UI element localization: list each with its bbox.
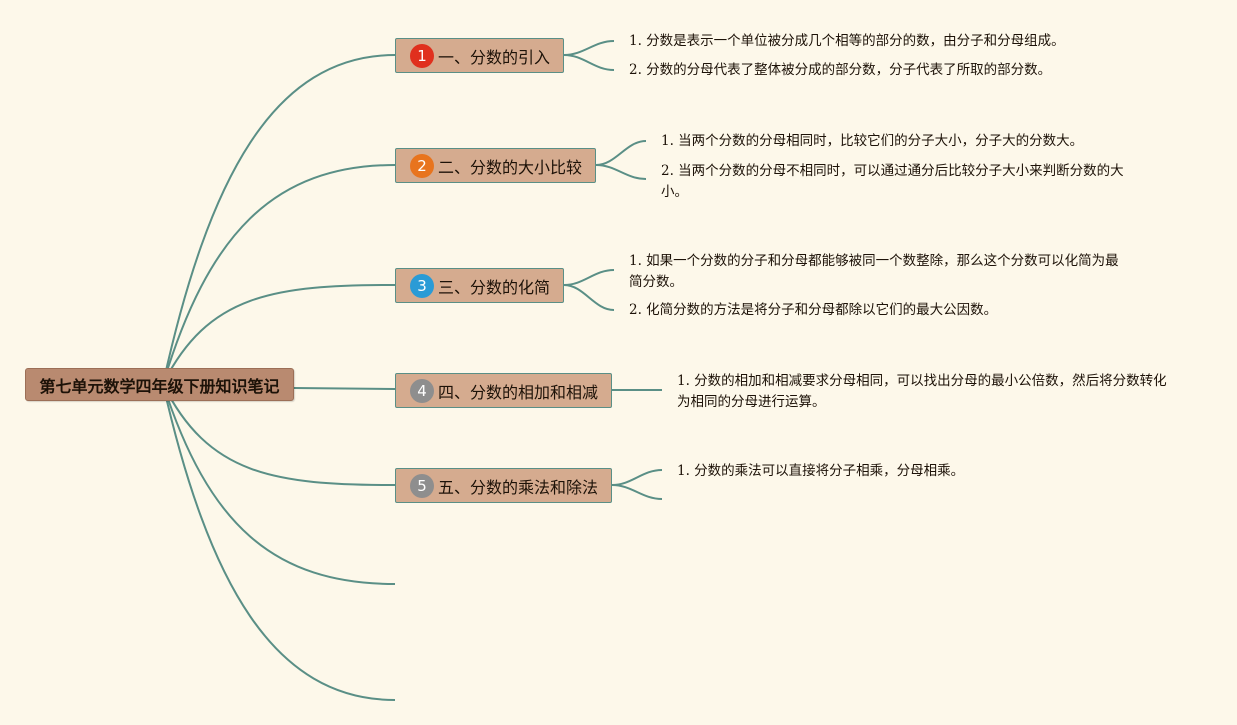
root-label: 第七单元数学四年级下册知识笔记 xyxy=(39,376,280,396)
fork-topic-2-a xyxy=(595,140,647,166)
topic-label: 三、分数的化简 xyxy=(438,277,551,297)
branch-empty-1 xyxy=(162,383,396,585)
branch-root-topic-2 xyxy=(162,164,396,385)
branch-root-topic-3 xyxy=(162,284,396,385)
branch-root-topic-4 xyxy=(293,387,396,390)
note-5-1[interactable]: 1. 分数的乘法可以直接将分子相乘，分母相乘。 xyxy=(677,463,965,479)
topic-label: 四、分数的相加和相减 xyxy=(438,382,599,402)
note-2-1[interactable]: 1. 当两个分数的分母相同时，比较它们的分子大小，分子大的分数大。 xyxy=(661,133,1084,149)
note-1-2[interactable]: 2. 分数的分母代表了整体被分成的部分数，分子代表了所取的部分数。 xyxy=(629,62,1052,78)
topic-label: 五、分数的乘法和除法 xyxy=(438,477,599,497)
fork-topic-3-a xyxy=(563,269,615,286)
branch-root-topic-1 xyxy=(162,54,396,385)
topic-label: 二、分数的大小比较 xyxy=(438,157,583,177)
fork-topic-3-b xyxy=(563,284,615,311)
fork-topic-2-b xyxy=(595,164,647,180)
note-4-1[interactable]: 1. 分数的相加和相减要求分母相同，可以找出分母的最小公倍数，然后将分数转化为相… xyxy=(677,373,1167,410)
topic-node-3[interactable]: 3 三、分数的化简 xyxy=(395,268,564,303)
number-5-icon: 5 xyxy=(410,473,434,498)
branch-empty-2 xyxy=(162,383,396,701)
number-3-icon: 3 xyxy=(410,273,434,298)
note-3-2[interactable]: 2. 化简分数的方法是将分子和分母都除以它们的最大公因数。 xyxy=(629,302,998,318)
number-4-icon: 4 xyxy=(410,378,434,403)
topic-node-5[interactable]: 5 五、分数的乘法和除法 xyxy=(395,468,612,503)
note-1-1[interactable]: 1. 分数是表示一个单位被分成几个相等的部分的数，由分子和分母组成。 xyxy=(629,33,1065,49)
fork-topic-1-b xyxy=(563,54,615,71)
number-2-icon: 2 xyxy=(410,153,434,178)
fork-topic-5-b xyxy=(611,484,663,500)
note-3-1[interactable]: 1. 如果一个分数的分子和分母都能够被同一个数整除，那么这个分数可以化简为最简分… xyxy=(629,253,1119,290)
fork-topic-5-a xyxy=(611,469,663,486)
note-2-2[interactable]: 2. 当两个分数的分母不相同时，可以通过通分后比较分子大小来判断分数的大小。 xyxy=(661,163,1124,200)
topic-node-2[interactable]: 2 二、分数的大小比较 xyxy=(395,148,596,183)
fork-topic-1-a xyxy=(563,40,615,56)
root-node[interactable]: 第七单元数学四年级下册知识笔记 xyxy=(25,368,294,401)
topic-node-4[interactable]: 4 四、分数的相加和相减 xyxy=(395,373,612,408)
topic-node-1[interactable]: 1 一、分数的引入 xyxy=(395,38,564,73)
topic-label: 一、分数的引入 xyxy=(438,47,551,67)
branch-root-topic-5 xyxy=(162,383,396,486)
number-1-icon: 1 xyxy=(410,43,434,68)
